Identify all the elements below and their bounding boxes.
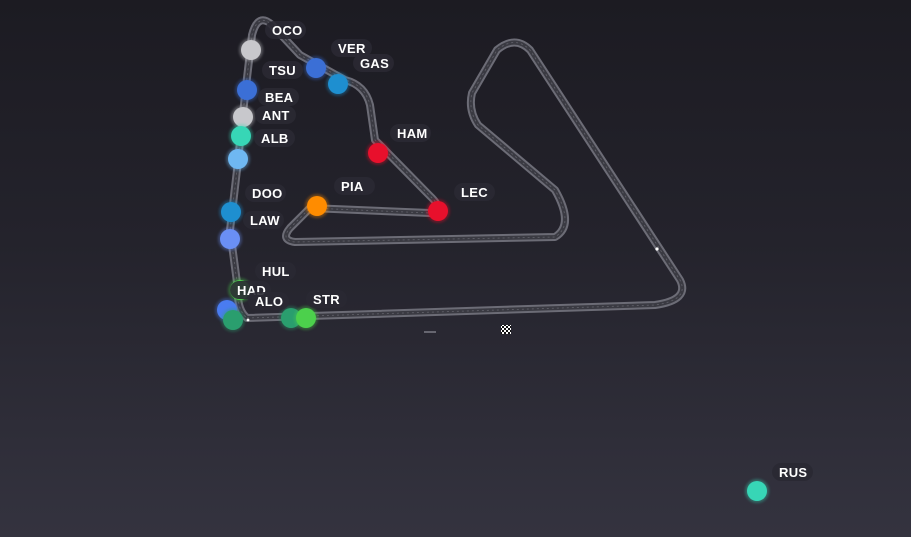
driver-dot-law[interactable] — [220, 229, 240, 249]
driver-label-alb[interactable]: ALB — [254, 129, 295, 147]
driver-code-text: ALO — [255, 294, 283, 309]
driver-dot-alb[interactable] — [231, 126, 251, 146]
driver-label-doo[interactable]: DOO — [245, 184, 286, 202]
driver-label-hul[interactable]: HUL — [255, 262, 296, 280]
driver-dot-doo[interactable] — [221, 202, 241, 222]
driver-code-text: GAS — [360, 56, 389, 71]
driver-code-text: HUL — [262, 264, 290, 279]
driver-label-alo[interactable]: ALO — [248, 292, 289, 310]
driver-label-bea[interactable]: BEA — [258, 88, 299, 106]
driver-label-tsu[interactable]: TSU — [262, 61, 303, 79]
driver-code-text: HAM — [397, 126, 428, 141]
driver-code-text: TSU — [269, 63, 296, 78]
driver-label-background — [245, 184, 286, 202]
driver-dot-lec[interactable] — [428, 201, 448, 221]
sector-marker — [246, 318, 250, 322]
driver-label-background — [334, 177, 375, 195]
driver-dot-bea[interactable] — [237, 80, 257, 100]
driver-code-text: BEA — [265, 90, 294, 105]
driver-label-background — [454, 183, 495, 201]
driver-label-pia[interactable]: PIA — [334, 177, 375, 195]
track-centerline — [229, 19, 683, 319]
driver-label-background — [353, 54, 394, 72]
driver-label-oco[interactable]: OCO — [265, 21, 306, 39]
driver-code-text: STR — [313, 292, 340, 307]
driver-label-background — [772, 463, 813, 481]
driver-dot-bor[interactable] — [296, 308, 316, 328]
driver-dot-ham[interactable] — [368, 143, 388, 163]
driver-label-background — [255, 106, 296, 124]
driver-label-background — [265, 21, 306, 39]
driver-dot-rus[interactable] — [747, 481, 767, 501]
driver-code-text: ANT — [262, 108, 290, 123]
driver-label-ant[interactable]: ANT — [255, 106, 296, 124]
driver-label-gas[interactable]: GAS — [353, 54, 394, 72]
driver-label-background — [306, 290, 347, 308]
driver-dot-sai[interactable] — [228, 149, 248, 169]
driver-label-ver[interactable]: VER — [331, 39, 372, 57]
driver-code-text: OCO — [272, 23, 303, 38]
driver-label-background — [255, 262, 296, 280]
driver-dot-pia[interactable] — [307, 196, 327, 216]
circuit-track — [226, 16, 687, 333]
driver-label-law[interactable]: LAW — [243, 211, 284, 229]
driver-dot-alo[interactable] — [223, 310, 243, 330]
driver-code-text: ALB — [261, 131, 289, 146]
driver-dot-gas[interactable] — [328, 74, 348, 94]
driver-label-background — [390, 124, 431, 142]
sector-marker — [655, 247, 659, 251]
driver-label-background — [248, 292, 289, 310]
driver-label-background — [254, 129, 295, 147]
driver-code-text: LAW — [250, 213, 280, 228]
driver-label-rus[interactable]: RUS — [772, 463, 813, 481]
driver-code-text: PIA — [341, 179, 364, 194]
driver-label-background — [258, 88, 299, 106]
driver-label-background — [243, 211, 284, 229]
driver-dot-oco[interactable] — [241, 40, 261, 60]
driver-code-text: DOO — [252, 186, 283, 201]
checkered-flag-icon — [501, 325, 511, 334]
driver-label-lec[interactable]: LEC — [454, 183, 495, 201]
driver-label-str[interactable]: STR — [306, 290, 347, 308]
driver-label-background — [331, 39, 372, 57]
driver-code-text: RUS — [779, 465, 807, 480]
driver-label-background — [262, 61, 303, 79]
driver-label-ham[interactable]: HAM — [390, 124, 431, 142]
driver-dot-ver[interactable] — [306, 58, 326, 78]
driver-code-text: VER — [338, 41, 366, 56]
driver-dot-ant[interactable] — [233, 107, 253, 127]
driver-code-text: LEC — [461, 185, 488, 200]
